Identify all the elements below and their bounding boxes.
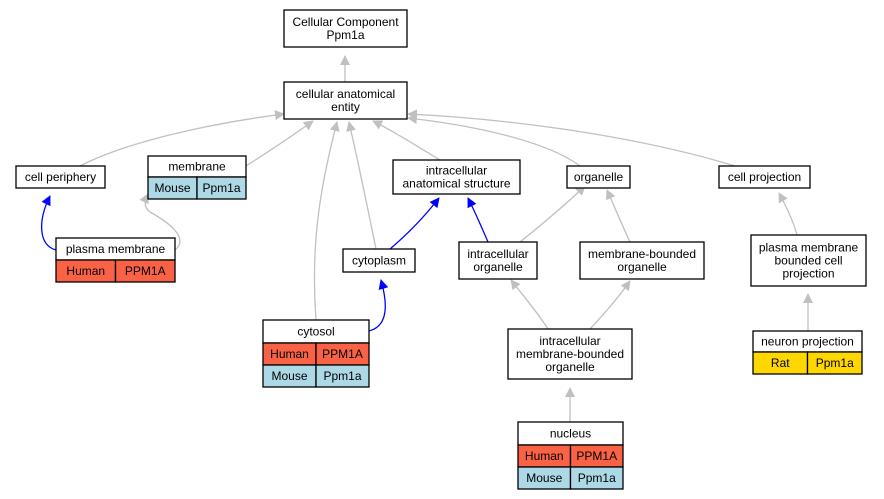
- edge-cytosol-to-cyto: [368, 279, 389, 332]
- gene-cell: [114, 259, 176, 283]
- species-label: Mouse: [526, 471, 562, 485]
- species-label: Mouse: [154, 181, 190, 195]
- node-label-line: organelle: [617, 260, 667, 274]
- gene-cell: [806, 351, 863, 375]
- edge-pmbcp-to-cellproj: [778, 192, 798, 236]
- node-label-line: organelle: [545, 360, 595, 374]
- edge-cytosol-to-cae: [313, 121, 340, 321]
- node-label-line: organelle: [473, 260, 523, 274]
- node-label-line: membrane-bounded: [516, 347, 624, 361]
- node-label-line: Cellular Component: [292, 15, 399, 29]
- edge-io-to-organelle: [519, 185, 586, 243]
- node-label-line: cytosol: [297, 325, 334, 339]
- node-label-line: cell periphery: [25, 170, 96, 184]
- species-label: Mouse: [271, 369, 307, 383]
- node-label-line: bounded cell: [774, 254, 842, 268]
- node-box: [566, 165, 631, 189]
- edge-ias-to-cae: [372, 120, 441, 161]
- edge-imbo-to-mbo: [589, 280, 631, 330]
- node-label-line: cytoplasm: [352, 254, 406, 268]
- edge-cellper-to-cae: [79, 110, 285, 167]
- gene-cell: [569, 466, 624, 490]
- node-organelle[interactable]: organelle: [566, 165, 631, 189]
- species-label: Human: [66, 264, 105, 278]
- edge-imbo-to-io: [510, 279, 549, 330]
- node-label-line: nucleus: [550, 427, 591, 441]
- gene-label: Ppm1a: [816, 356, 854, 370]
- node-label-line: Ppm1a: [326, 28, 364, 42]
- node-box: [283, 81, 408, 120]
- gene-label: Ppm1a: [578, 471, 616, 485]
- node-label-line: intracellular: [426, 164, 487, 178]
- gene-label: PPM1A: [322, 347, 363, 361]
- gene-label: PPM1A: [125, 264, 166, 278]
- node-box: [718, 165, 811, 189]
- node-box: [342, 248, 416, 273]
- node-box: [579, 241, 705, 280]
- edge-pm-to-cellper: [40, 195, 57, 251]
- gene-cell: [196, 176, 247, 200]
- gene-label: Ppm1a: [323, 369, 361, 383]
- node-label-line: cellular anatomical: [296, 87, 395, 101]
- edge-io-to-ias: [467, 197, 489, 243]
- gene-cell: [315, 364, 370, 388]
- node-label-line: cell projection: [728, 170, 801, 184]
- node-box: [458, 241, 538, 280]
- gene-label: Ppm1a: [202, 181, 240, 195]
- node-label-line: membrane-bounded: [588, 247, 696, 261]
- species-label: Human: [270, 347, 309, 361]
- species-label: Human: [525, 449, 564, 463]
- edge-cellproj-to-cae: [407, 109, 736, 167]
- node-box: [507, 328, 633, 380]
- node-label-line: intracellular: [467, 247, 528, 261]
- node-label-line: plasma membrane: [66, 242, 166, 256]
- node-label-line: neuron projection: [761, 335, 854, 349]
- edge-organelle-to-cae: [407, 114, 581, 167]
- node-label-line: entity: [331, 100, 360, 114]
- node-label-line: membrane: [168, 160, 226, 174]
- node-label-line: projection: [782, 267, 834, 281]
- node-cellproj[interactable]: cell projection: [718, 165, 811, 189]
- node-label-line: intracellular: [539, 334, 600, 348]
- gene-label: PPM1A: [576, 449, 617, 463]
- edges: [40, 55, 813, 422]
- species-label: Rat: [771, 356, 790, 370]
- node-label-line: organelle: [574, 170, 624, 184]
- edge-cyto-to-ias: [389, 197, 440, 250]
- edge-membrane-to-cae: [245, 120, 314, 167]
- node-label-line: plasma membrane: [759, 241, 859, 255]
- edge-cyto-to-cae: [346, 121, 377, 250]
- edge-pm-to-membrane: [139, 193, 181, 251]
- node-cyto[interactable]: cytoplasm: [342, 248, 416, 273]
- node-box: [283, 9, 408, 48]
- node-label-line: anatomical structure: [402, 177, 510, 191]
- node-box: [750, 234, 867, 287]
- node-box: [392, 159, 521, 195]
- node-box: [15, 165, 106, 189]
- edge-mbo-to-organelle: [606, 189, 631, 243]
- node-cellper[interactable]: cell periphery: [15, 165, 106, 189]
